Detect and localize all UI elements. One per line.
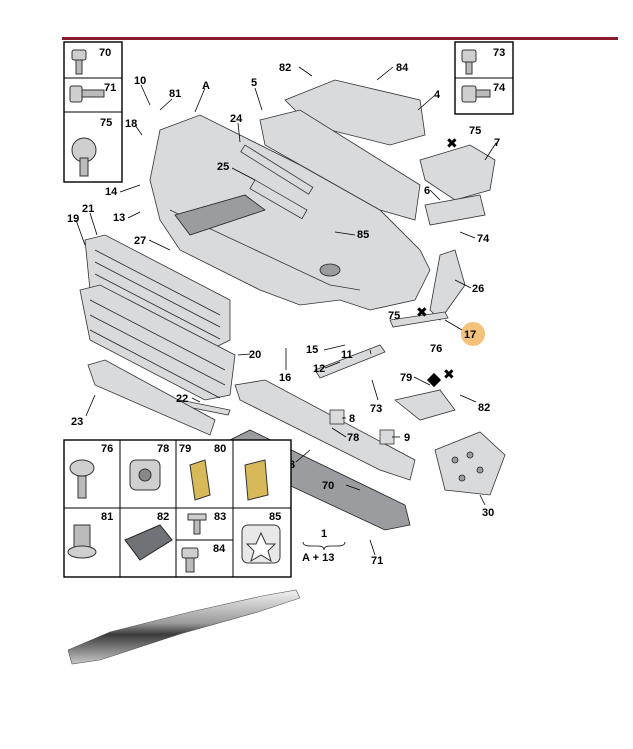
part-label-19: 19	[67, 213, 79, 225]
grid-label-76: 76	[101, 443, 113, 455]
leader-lines	[75, 66, 497, 556]
part-label-84: 84	[396, 62, 409, 74]
grid-label-84: 84	[213, 543, 226, 555]
grid-label-82: 82	[157, 511, 169, 523]
chrome-strip-photo	[67, 589, 301, 665]
part-label-75-lower: 75	[388, 310, 400, 322]
remove-marker-icon: ✖	[443, 367, 455, 383]
part-label-26: 26	[472, 283, 484, 295]
part-label-79: 79	[400, 372, 412, 384]
part-label-7: 7	[494, 137, 500, 149]
top-rule	[62, 37, 618, 40]
bracket-part	[329, 409, 345, 425]
part-label-5: 5	[251, 77, 257, 89]
bracket-part	[379, 429, 395, 445]
part-label-3: 3	[289, 459, 295, 471]
part-label-22: 22	[176, 393, 188, 405]
remove-marker-icon: ✖	[416, 305, 428, 321]
part-label-75-box: 75	[100, 117, 112, 129]
fastener-grid-bottom: 76 78 79 80 81 82 83	[63, 439, 292, 578]
part-label-81: 81	[169, 88, 181, 100]
screw-icon	[181, 547, 199, 573]
nut-icon	[129, 459, 161, 491]
part-label-75: 75	[469, 125, 481, 137]
highlight-marker	[461, 322, 485, 346]
fastener-box-top-right: 73 74	[454, 41, 514, 115]
rivet-icon	[187, 513, 207, 535]
fastener-kit-part	[434, 431, 506, 496]
part-label-15: 15	[306, 344, 318, 356]
part-label-73-box: 73	[493, 47, 505, 59]
clip-nut-icon	[244, 459, 269, 501]
strip-part	[249, 179, 308, 220]
diamond-marker-icon	[426, 372, 442, 388]
part-label-8: 8	[349, 413, 355, 425]
part-label-82-lower: 82	[478, 402, 490, 414]
part-label-71: 71	[104, 82, 116, 94]
part-label-73: 73	[370, 403, 382, 415]
grid-label-79: 79	[179, 443, 191, 455]
part-label-18: 18	[125, 118, 137, 130]
screw-icon	[69, 459, 95, 499]
star-washer-icon	[241, 524, 281, 564]
bracket-part	[394, 389, 456, 421]
bolt-icon	[69, 85, 105, 103]
part-label-21: 21	[82, 203, 94, 215]
grid-label-81: 81	[101, 511, 113, 523]
grid-label-85: 85	[269, 511, 281, 523]
part-label-11: 11	[341, 349, 353, 361]
lower-trim-part	[314, 344, 386, 379]
part-label-10: 10	[134, 75, 146, 87]
side-trim-part	[429, 249, 466, 321]
clip-icon	[124, 524, 173, 561]
push-rivet-icon	[67, 524, 97, 559]
grille-part	[79, 234, 236, 401]
side-bracket-part	[419, 144, 496, 226]
clip-nut-icon	[189, 459, 211, 501]
assembly-note: 1 A + 13	[302, 528, 346, 564]
part-label-85: 85	[357, 229, 369, 241]
part-label-12: 12	[313, 363, 325, 375]
fastener-box-top-left: 70 71 75	[63, 41, 123, 183]
part-label-25: 25	[217, 161, 229, 173]
screw-icon	[461, 49, 477, 75]
part-label-9: 9	[404, 432, 410, 444]
part-label-78: 78	[347, 432, 359, 444]
part-label-71: 71	[371, 555, 383, 567]
bolt-icon	[461, 85, 491, 103]
part-label-17: 17	[464, 329, 476, 341]
part-label-76: 76	[430, 343, 442, 355]
part-label-13: 13	[113, 212, 125, 224]
part-label-24: 24	[230, 113, 243, 125]
part-label-20: 20	[249, 349, 261, 361]
part-label-14: 14	[105, 186, 118, 198]
part-label-23: 23	[71, 416, 83, 428]
part-label-30: 30	[482, 507, 494, 519]
remove-marker-icon: ✖	[446, 136, 458, 152]
absorber-part	[259, 79, 426, 221]
assembly-number: 1	[321, 528, 327, 540]
grid-label-80: 80	[214, 443, 226, 455]
part-label-70: 70	[99, 47, 111, 59]
screw-icon	[71, 49, 87, 75]
part-label-A: A	[202, 80, 210, 92]
part-label-6: 6	[424, 185, 430, 197]
bumper-cover-part	[149, 114, 431, 311]
part-label-74: 74	[477, 233, 490, 245]
part-label-74-box: 74	[493, 82, 506, 94]
strip-part	[240, 144, 314, 195]
part-label-27: 27	[134, 235, 146, 247]
chrome-strip-part	[389, 311, 449, 328]
part-label-70: 70	[322, 480, 334, 492]
grid-label-83: 83	[214, 511, 226, 523]
lower-grille-part	[87, 359, 216, 436]
part-label-82: 82	[279, 62, 291, 74]
part-label-16: 16	[279, 372, 291, 384]
grid-label-78: 78	[157, 443, 169, 455]
assembly-formula: A + 13	[302, 552, 334, 564]
screw-icon	[71, 137, 97, 177]
part-label-4: 4	[434, 89, 441, 101]
